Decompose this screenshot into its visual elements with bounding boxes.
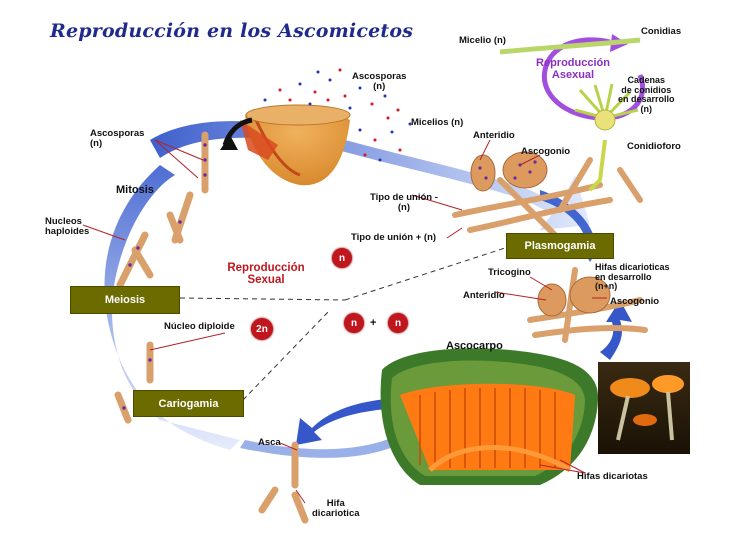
- ascogonio-top-shape: [502, 151, 548, 189]
- micelio-top-hypha: [499, 37, 641, 55]
- hyphae-network-mid: [527, 267, 648, 343]
- stage-meiosis: Meiosis: [70, 286, 180, 314]
- label-conidioforo: Conidioforo: [627, 141, 681, 152]
- dashed-connectors: [179, 247, 506, 401]
- label-ascocarpo: Ascocarpo: [446, 340, 503, 352]
- label-micelio-top: Micelio (n): [459, 35, 506, 46]
- label-ascosporas-top: Ascosporas (n): [352, 71, 407, 92]
- page-title: Reproducción en los Ascomicetos: [50, 20, 414, 42]
- plus-sign: +: [370, 317, 377, 329]
- hyphae-network-top: [452, 157, 643, 243]
- label-hifas-desarrollo: Hifas dicarioticas en desarrollo (n+n): [595, 262, 670, 291]
- spores-scatter: [263, 68, 412, 162]
- hyphae-asca-bottom: [258, 441, 309, 524]
- badge-n-right: n: [388, 313, 408, 333]
- conidiophore-shape: [574, 83, 639, 192]
- cup-fungi-photo: [598, 362, 690, 454]
- label-nucleos: Nucleos haploides: [45, 216, 90, 237]
- stage-plasmogamia: Plasmogamia: [506, 233, 614, 259]
- label-tricogino: Tricogino: [488, 267, 531, 278]
- label-tipo-menos: Tipo de unión - (n): [370, 192, 438, 213]
- label-asca: Asca: [258, 437, 281, 448]
- label-hifas-dicariotas: Hifas dicariotas: [577, 471, 648, 482]
- cycle-arrow-top: [150, 121, 590, 230]
- label-cadenas: Cadenas de conidios en desarrollo (n): [618, 75, 675, 114]
- pointer-lines: [82, 139, 607, 504]
- ascocarp-section: [380, 348, 599, 485]
- label-micelios: Micelios (n): [411, 117, 464, 128]
- label-mitosis: Mitosis: [116, 184, 154, 196]
- label-conidias: Conidias: [641, 26, 682, 37]
- label-reproduccion-sexual: Reproducción Sexual: [227, 262, 305, 286]
- cycle-arrow-ascocarp: [296, 398, 402, 445]
- badge-n-left: n: [344, 313, 364, 333]
- stage-cariogamia: Cariogamia: [133, 390, 244, 417]
- label-ascosporas-left: Ascosporas (n): [90, 128, 145, 149]
- label-ascogonio-top: Ascogonio: [521, 146, 571, 157]
- label-anteridio-top: Anteridio: [473, 130, 515, 141]
- spore-cup: [245, 108, 350, 186]
- label-ascogonio-mid: Ascogonio: [610, 296, 660, 307]
- label-anteridio-mid: Anteridio: [463, 290, 505, 301]
- badge-n-sexual: n: [332, 248, 352, 268]
- badge-2n: 2n: [251, 318, 273, 340]
- label-reproduccion-asexual: Reproducción Asexual: [536, 57, 610, 81]
- label-nucleo-diploide: Núcleo diploide: [164, 321, 235, 332]
- anteridio-top-shape: [470, 154, 496, 192]
- cycle-arrow-bottom: [240, 432, 410, 458]
- label-hifa-dicariotica: Hifa dicariotica: [312, 498, 360, 519]
- label-tipo-mas: Tipo de unión + (n): [351, 232, 437, 243]
